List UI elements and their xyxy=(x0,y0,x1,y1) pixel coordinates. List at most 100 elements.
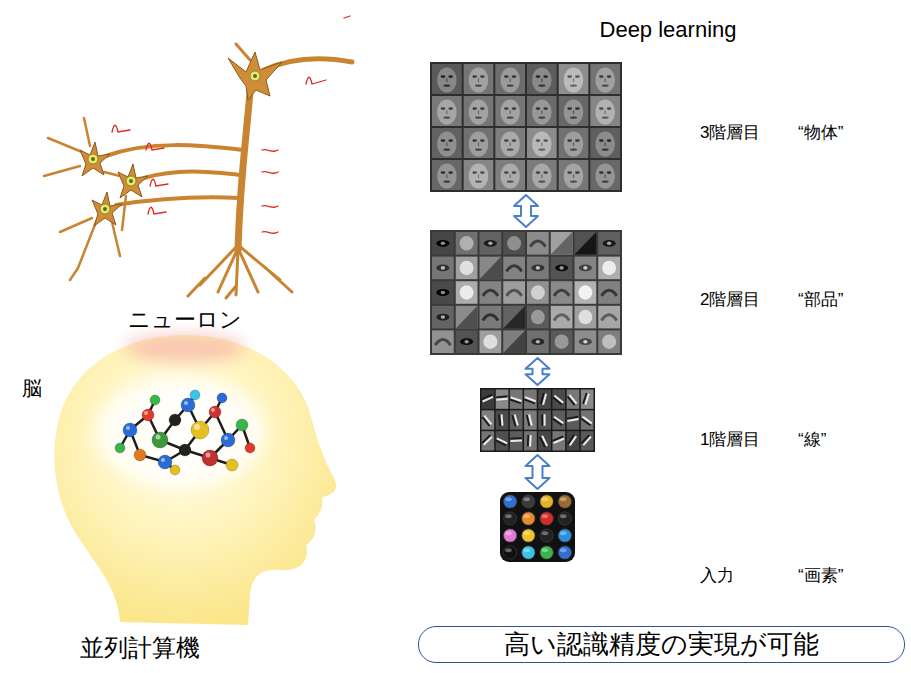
diagram-title: Deep learning xyxy=(600,16,737,44)
part-feature xyxy=(575,232,597,255)
face-eye xyxy=(607,139,612,142)
face-eye xyxy=(504,171,509,174)
part-curve xyxy=(554,315,569,321)
part-cell xyxy=(456,257,478,280)
layer-content-label: “部品” xyxy=(798,289,843,310)
filter-cell xyxy=(538,431,551,450)
filter-cell xyxy=(482,431,495,450)
face-eye xyxy=(504,139,509,142)
filter-cell xyxy=(567,390,580,409)
face-shape xyxy=(564,131,584,156)
face-mouth xyxy=(475,84,482,86)
part-curve xyxy=(507,266,522,272)
pixel-gloss xyxy=(560,497,567,501)
part-eye-light xyxy=(583,266,587,270)
part-feature xyxy=(551,306,573,329)
face-eye xyxy=(512,171,517,174)
part-blob xyxy=(555,334,569,348)
face-cell xyxy=(527,96,557,126)
part-cell xyxy=(503,306,525,329)
signal-marks xyxy=(262,206,278,208)
part-eye-light xyxy=(441,266,445,270)
filter-cell xyxy=(567,431,580,450)
molecule-atoms xyxy=(221,433,235,447)
feature-panel: 3階層目“物体” xyxy=(430,62,622,192)
face-shape xyxy=(500,131,520,156)
label-wrap: 脳 xyxy=(22,376,42,401)
head-glow xyxy=(125,334,245,362)
part-feature xyxy=(503,306,525,329)
label-wrap: ニューロン xyxy=(128,306,242,334)
signal-marks xyxy=(262,232,278,234)
part-cell xyxy=(527,232,549,255)
face-feature xyxy=(495,96,525,126)
part-curve xyxy=(602,315,617,321)
molecule-atoms xyxy=(115,443,125,453)
part-feature xyxy=(598,257,620,280)
part-cell xyxy=(575,281,597,304)
face-mouth xyxy=(538,180,545,182)
face-nose xyxy=(541,142,542,146)
pixel-gloss xyxy=(505,531,512,535)
filter-light-bar xyxy=(567,419,578,421)
face-shape xyxy=(595,163,615,188)
pixel-gloss xyxy=(505,548,512,552)
double-arrow-connector xyxy=(526,358,550,385)
part-cell xyxy=(503,257,525,280)
pixel-gloss xyxy=(523,531,530,535)
filter-cell xyxy=(510,431,523,450)
panel-label-wrap: “物体” xyxy=(798,122,843,143)
part-feature xyxy=(575,281,597,304)
face-mouth xyxy=(570,180,577,182)
pixel-ground xyxy=(500,492,575,562)
part-cell xyxy=(598,330,620,353)
pixel-dot xyxy=(540,495,553,508)
part-cell xyxy=(551,306,573,329)
edge-filter xyxy=(538,390,551,409)
filter-light-bar xyxy=(501,414,504,425)
part-feature xyxy=(503,281,525,304)
part-eye-light xyxy=(607,241,611,245)
panel-label-wrap: 1階層目 xyxy=(700,429,760,450)
dendrites xyxy=(44,118,126,280)
face-cell xyxy=(432,64,462,94)
face-mouth xyxy=(507,84,514,86)
part-feature xyxy=(598,281,620,304)
face-cell xyxy=(559,64,589,94)
face-cell xyxy=(432,160,462,190)
part-cell xyxy=(551,257,573,280)
panel-label-wrap: 2階層目 xyxy=(700,289,760,310)
part-feature xyxy=(432,281,454,304)
edge-filter xyxy=(524,410,537,429)
title-wrap: Deep learning xyxy=(600,16,737,44)
part-cell xyxy=(598,257,620,280)
face-nose xyxy=(605,110,606,114)
face-nose xyxy=(478,174,479,178)
panel-label-wrap: 3階層目 xyxy=(700,122,760,143)
filter-light-bar xyxy=(583,437,591,445)
molecule-highlights xyxy=(206,453,211,458)
face-shape xyxy=(437,163,457,188)
part-cell xyxy=(575,330,597,353)
filter-cell xyxy=(552,410,565,429)
face-nose xyxy=(446,174,447,178)
filter-light-bar xyxy=(544,414,546,425)
face-cell xyxy=(590,160,620,190)
face-feature xyxy=(559,128,589,158)
part-feature xyxy=(551,232,573,255)
part-blob xyxy=(507,236,521,250)
face-nose xyxy=(541,78,542,82)
molecule-atoms xyxy=(209,406,221,418)
part-eye-light xyxy=(464,340,468,344)
face-eye xyxy=(599,75,604,78)
face-mouth xyxy=(443,148,450,150)
face-cell xyxy=(527,128,557,158)
face-shape xyxy=(595,131,615,156)
illustration-label: ニューロン xyxy=(128,306,242,334)
part-cell xyxy=(598,232,620,255)
double-arrow-connector xyxy=(526,455,550,489)
filter-cell xyxy=(524,431,537,450)
face-eye xyxy=(441,75,446,78)
part-feature xyxy=(527,281,549,304)
molecule-highlights xyxy=(161,458,165,462)
